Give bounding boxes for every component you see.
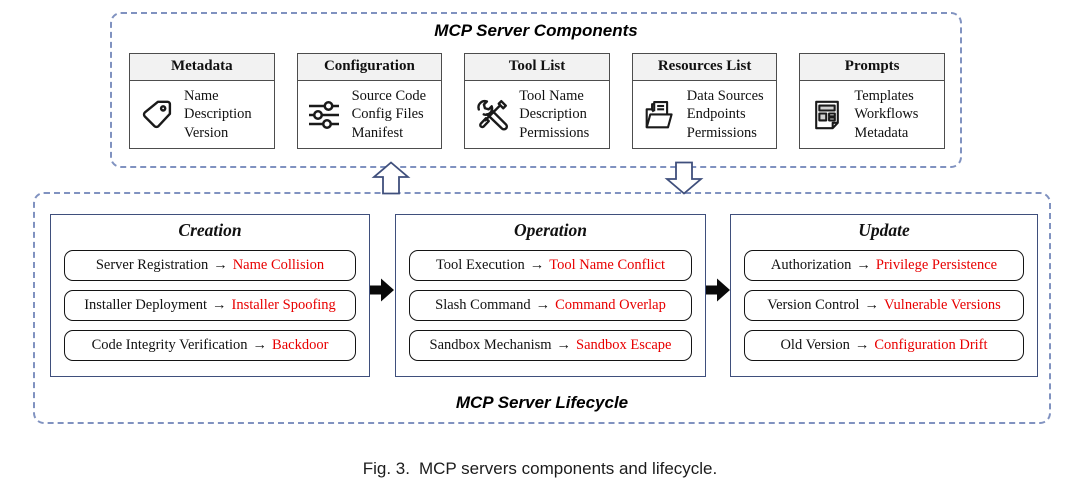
component-body: Tool Name Description Permissions [465, 81, 609, 148]
arrow-glyph: → [212, 297, 227, 313]
figure-caption-label: Fig. 3. [362, 459, 410, 478]
stage-label: Installer Deployment [84, 297, 207, 313]
tag-icon [138, 96, 175, 133]
phase-box-update: Update Authorization → Privilege Persist… [730, 214, 1038, 377]
down-block-arrow-icon [662, 161, 706, 195]
component-item: Endpoints [686, 106, 746, 123]
component-title: Tool List [465, 54, 609, 81]
threat-label: Sandbox Escape [576, 337, 672, 353]
lifecycle-item: Tool Execution → Tool Name Conflict [409, 250, 692, 281]
lifecycle-item: Version Control → Vulnerable Versions [744, 290, 1024, 321]
stage-label: Server Registration [95, 257, 209, 273]
lifecycle-panel: Creation Server Registration → Name Coll… [33, 192, 1051, 424]
threat-label: Vulnerable Versions [883, 297, 1001, 313]
arrow-glyph: → [529, 257, 545, 273]
phase-box-operation: Operation Tool Execution → Tool Name Con… [395, 214, 706, 377]
component-item: Workflows [854, 106, 919, 123]
arrow-glyph: → [854, 337, 870, 353]
up-block-arrow-icon [369, 161, 413, 195]
component-box-resources-list: Resources List Data Sources Endpoints [631, 53, 778, 149]
component-body: Source Code Config Files Manifest [298, 81, 442, 148]
arrow-glyph: → [213, 257, 228, 273]
component-item: Manifest [351, 124, 404, 141]
phase-box-creation: Creation Server Registration → Name Coll… [50, 214, 370, 377]
arrow-glyph: → [535, 297, 551, 313]
component-item: Description [184, 106, 252, 123]
lifecycle-item: Authorization → Privilege Persistence [744, 250, 1024, 281]
component-box-configuration: Configuration Source Code Config Files M… [296, 53, 443, 149]
component-item: Permissions [519, 124, 590, 141]
folder-icon [641, 96, 678, 133]
threat-label: Configuration Drift [874, 337, 988, 353]
components-panel: MCP Server Components Metadata Name Desc… [110, 12, 962, 168]
figure-caption: Fig. 3. MCP servers components and lifecy… [0, 459, 1080, 479]
sliders-icon [306, 96, 343, 133]
component-item: Data Sources [686, 88, 764, 105]
component-item: Config Files [351, 106, 424, 123]
component-item: Source Code [351, 88, 427, 105]
stage-label: Sandbox Mechanism [429, 337, 552, 353]
lifecycle-panel-title: MCP Server Lifecycle [455, 393, 629, 412]
components-row: Metadata Name Description Version Config… [129, 53, 945, 149]
arrow-glyph: → [856, 257, 871, 273]
components-panel-title: MCP Server Components [434, 21, 638, 40]
component-body: Templates Workflows Metadata [800, 81, 944, 148]
component-body: Data Sources Endpoints Permissions [633, 81, 777, 148]
component-box-tool-list: Tool List Tool Name Description Permissi… [464, 53, 610, 149]
lifecycle-item: Server Registration → Name Collision [64, 250, 356, 281]
tools-icon [473, 96, 510, 133]
component-title: Metadata [130, 54, 274, 81]
threat-label: Command Overlap [555, 297, 666, 313]
threat-label: Backdoor [272, 337, 329, 353]
lifecycle-item: Old Version → Configuration Drift [744, 330, 1024, 361]
stage-label: Slash Command [435, 297, 531, 313]
component-box-prompts: Prompts Templates Workflows Metadata [799, 53, 945, 149]
arrow-glyph: → [864, 297, 879, 313]
lifecycle-item: Slash Command → Command Overlap [409, 290, 692, 321]
threat-label: Name Collision [232, 257, 325, 273]
component-body: Name Description Version [130, 81, 274, 148]
component-item: Permissions [686, 124, 757, 141]
figure-caption-text: MCP servers components and lifecycle. [418, 459, 718, 478]
component-title: Configuration [297, 54, 442, 81]
stage-label: Authorization [770, 257, 852, 273]
component-item: Version [184, 124, 229, 141]
threat-label: Installer Spoofing [231, 297, 336, 313]
stage-label: Old Version [780, 337, 850, 353]
threat-label: Privilege Persistence [875, 257, 998, 273]
lifecycle-item: Code Integrity Verification → Backdoor [64, 330, 356, 361]
component-item: Tool Name [519, 88, 584, 105]
component-item: Name [184, 88, 219, 105]
stage-label: Version Control [767, 297, 860, 313]
right-arrow-icon [705, 275, 731, 305]
component-box-metadata: Metadata Name Description Version [129, 53, 275, 149]
phase-title: Creation [178, 220, 242, 240]
component-item: Templates [854, 88, 914, 105]
phase-title: Update [858, 220, 910, 240]
threat-label: Tool Name Conflict [549, 257, 666, 273]
arrow-glyph: → [556, 337, 572, 353]
lifecycle-item: Sandbox Mechanism → Sandbox Escape [409, 330, 692, 361]
component-item: Metadata [854, 124, 909, 141]
phase-title: Operation [514, 220, 587, 240]
lifecycle-item: Installer Deployment → Installer Spoofin… [64, 290, 356, 321]
stage-label: Tool Execution [435, 257, 525, 273]
template-icon [808, 96, 845, 133]
right-arrow-icon [369, 275, 395, 305]
stage-label: Code Integrity Verification [91, 337, 248, 353]
component-item: Description [519, 106, 587, 123]
component-title: Resources List [632, 54, 777, 81]
arrow-glyph: → [252, 337, 268, 353]
component-title: Prompts [800, 54, 944, 81]
